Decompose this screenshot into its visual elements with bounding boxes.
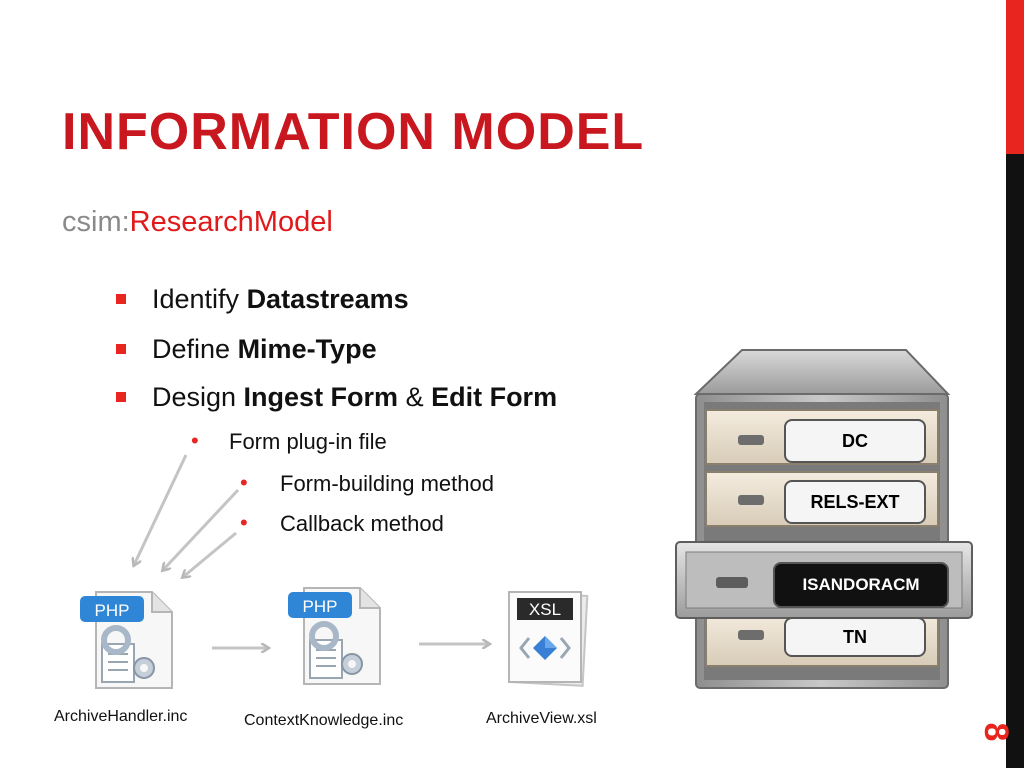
slide-title: INFORMATION MODEL bbox=[62, 103, 645, 161]
drawer-label-rels-ext: RELS-EXT bbox=[784, 480, 926, 524]
php-badge-text: PHP bbox=[303, 597, 338, 616]
drawer-label-isandoracm: ISANDORACM bbox=[773, 562, 949, 608]
bullet-design-forms: Design Ingest Form & Edit Form bbox=[115, 382, 558, 413]
subtitle-model-name: ResearchModel bbox=[129, 206, 333, 238]
bullet-text: Design bbox=[152, 382, 244, 412]
bullet-bold-text: Datastreams bbox=[246, 284, 409, 314]
sub-bullet-callback: Callback method bbox=[240, 510, 444, 537]
xsl-badge-text: XSL bbox=[529, 600, 561, 619]
bullet-bold-text: Edit Form bbox=[431, 382, 558, 412]
arrow-plugin-2 bbox=[163, 488, 240, 570]
right-accent-bar-red bbox=[1006, 0, 1024, 154]
drawer-label-tn: TN bbox=[784, 617, 926, 657]
file-label-context-knowledge: ContextKnowledge.inc bbox=[244, 712, 404, 729]
page-number: 8 bbox=[977, 722, 1015, 742]
right-accent-bar-black bbox=[1006, 154, 1024, 768]
php-file-icon: PHP bbox=[288, 587, 381, 685]
drawer-label-dc: DC bbox=[784, 419, 926, 463]
xsl-file-icon: XSL bbox=[508, 591, 589, 687]
arrow-plugin-1 bbox=[134, 454, 188, 565]
bullet-bold-text: Mime-Type bbox=[237, 334, 377, 364]
bullet-text: Identify bbox=[152, 284, 247, 314]
bullet-identify-datastreams: Identify Datastreams bbox=[116, 284, 409, 315]
subtitle-prefix: csim: bbox=[62, 206, 130, 238]
bullet-text: & bbox=[398, 382, 432, 412]
bullet-define-mime-type: Define Mime-Type bbox=[116, 334, 377, 365]
sub-bullet-form-building: Form-building method bbox=[240, 470, 494, 497]
slide-subtitle: csim:ResearchModel bbox=[62, 206, 333, 239]
file-label-archive-handler: ArchiveHandler.inc bbox=[54, 708, 188, 725]
sub-bullet-form-plugin: Form plug-in file bbox=[191, 428, 387, 455]
bullet-text: Define bbox=[152, 334, 238, 364]
php-badge-text: PHP bbox=[95, 601, 130, 620]
php-file-icon: PHP bbox=[80, 591, 173, 689]
bullet-bold-text: Ingest Form bbox=[243, 382, 399, 412]
file-label-archive-view: ArchiveView.xsl bbox=[486, 710, 597, 727]
arrow-plugin-3 bbox=[183, 531, 237, 577]
